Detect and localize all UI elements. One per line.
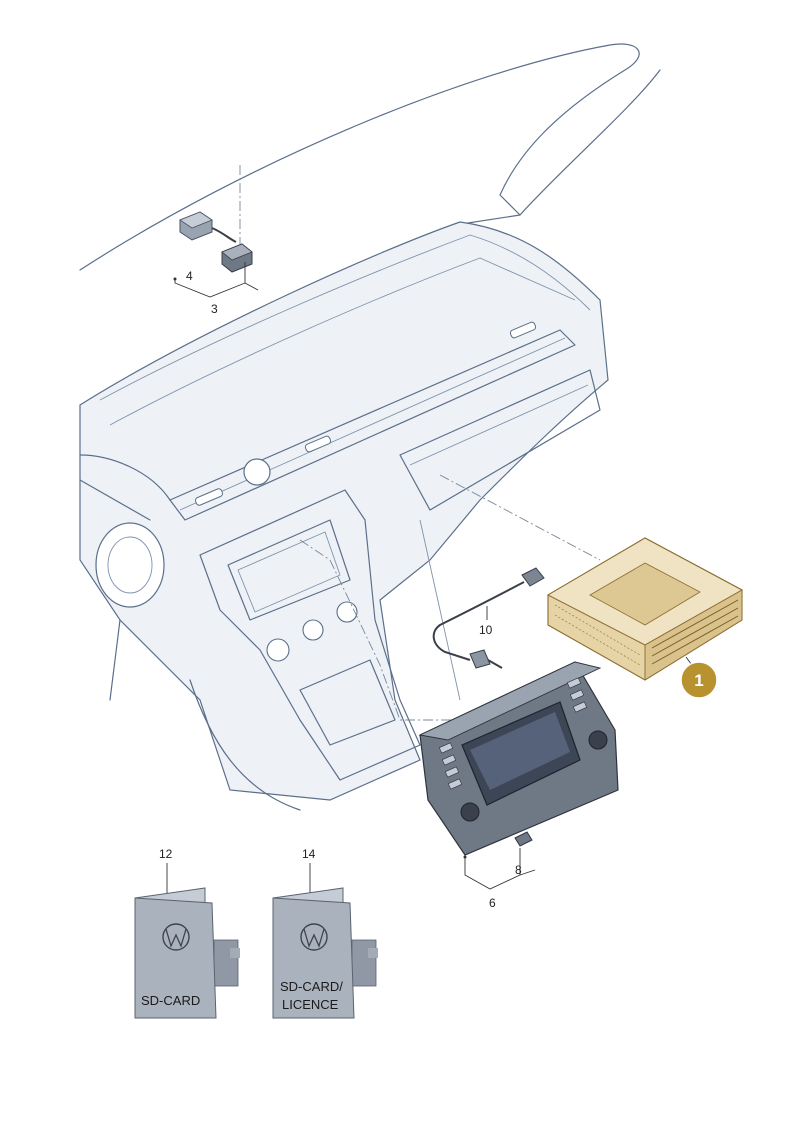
reference-lines <box>239 165 601 721</box>
climate-knob <box>336 601 358 623</box>
callout-12: 12 <box>159 847 173 861</box>
glovebox <box>399 369 601 511</box>
gauge-pod <box>95 522 165 608</box>
part-12-sd-card: 12 SD-CARD <box>134 847 240 1019</box>
climate-knob <box>266 638 290 662</box>
vent-slot <box>194 488 224 506</box>
part-6-head-unit <box>418 661 619 856</box>
sd-card-14-label-line2: LICENCE <box>282 997 339 1012</box>
callout-1-badge: 1 <box>680 656 718 699</box>
tune-knob <box>588 730 608 750</box>
storage-tray <box>299 659 396 746</box>
part-8-clip <box>514 831 533 847</box>
part-1-control-unit <box>546 537 744 681</box>
part-14-sd-card-licence: 14 SD-CARD/ LICENCE <box>272 847 378 1019</box>
callout-1: 1 <box>694 671 703 690</box>
callout-group-6-8: 8 6 <box>463 848 536 910</box>
callout-10: 10 <box>479 623 493 637</box>
callout-14: 14 <box>302 847 316 861</box>
vw-logo-icon <box>300 923 328 951</box>
sd-card-14-label-line1: SD-CARD/ <box>280 979 343 994</box>
center-stack <box>199 489 421 781</box>
vw-logo-icon <box>162 923 190 951</box>
callout-group-3-4: 4 3 <box>173 262 259 316</box>
part-sensor-assembly <box>179 211 253 273</box>
callout-6: 6 <box>489 896 496 910</box>
sd-card-12-label: SD-CARD <box>141 993 200 1008</box>
callout-3: 3 <box>211 302 218 316</box>
volume-knob <box>460 802 480 822</box>
callout-group-10: 10 <box>479 606 493 637</box>
climate-knob <box>302 619 324 641</box>
vent-slot <box>509 321 537 339</box>
callout-4: 4 <box>186 269 193 283</box>
callout-8: 8 <box>515 863 522 877</box>
dash-clock <box>243 458 271 486</box>
a-pillar <box>454 69 661 226</box>
windshield <box>79 43 640 271</box>
vent-slot <box>304 435 332 453</box>
part-10-cable <box>432 567 545 669</box>
dashboard-illustration <box>79 43 661 811</box>
stack-screen-opening <box>227 519 351 621</box>
